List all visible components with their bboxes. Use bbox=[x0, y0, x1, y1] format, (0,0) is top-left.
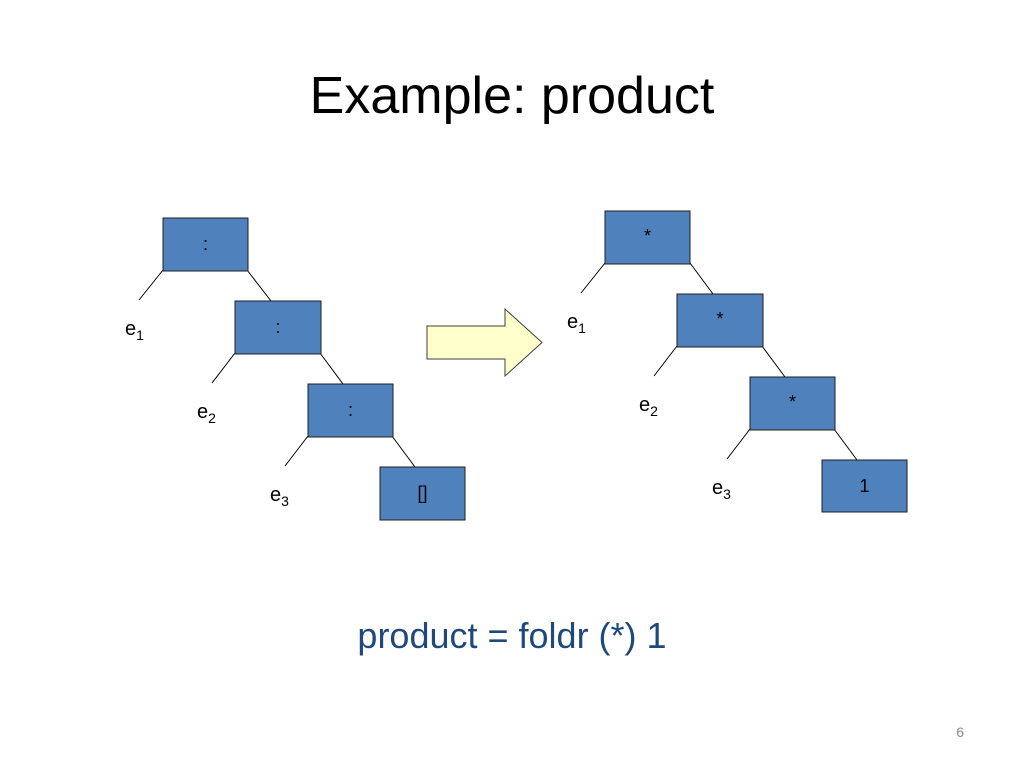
cons-node: : bbox=[234, 300, 322, 355]
cons-node: : bbox=[307, 383, 394, 438]
edge bbox=[319, 352, 344, 385]
edge bbox=[689, 262, 714, 295]
node-label: 1 bbox=[859, 476, 869, 496]
edge bbox=[284, 435, 309, 467]
node-box bbox=[749, 376, 836, 431]
times-node: * bbox=[676, 293, 764, 348]
times-node: * bbox=[749, 376, 836, 431]
slide-number: 6 bbox=[956, 724, 964, 740]
edge bbox=[580, 262, 606, 294]
node-label: : bbox=[348, 400, 353, 420]
node-box bbox=[307, 383, 394, 438]
node-label: [] bbox=[417, 483, 427, 503]
node-label: * bbox=[789, 392, 796, 412]
one-node: 1 bbox=[821, 459, 908, 513]
node-box bbox=[379, 466, 466, 521]
node-label: : bbox=[275, 317, 280, 337]
right-arrow-icon bbox=[426, 307, 543, 378]
nil-node: [] bbox=[379, 466, 466, 521]
edge bbox=[726, 428, 751, 460]
leaf-label: e3 bbox=[270, 484, 289, 509]
node-box bbox=[162, 217, 249, 272]
edge bbox=[246, 269, 272, 302]
times-node: * bbox=[604, 210, 691, 265]
node-box bbox=[234, 300, 322, 355]
node-label: * bbox=[716, 309, 723, 329]
left-tree: : : : [] e1 e2 e3 bbox=[125, 217, 466, 521]
leaf-label: e1 bbox=[125, 318, 144, 343]
node-box bbox=[604, 210, 691, 265]
right-tree: * * * 1 e1 e2 e3 bbox=[567, 210, 908, 513]
node-box bbox=[676, 293, 764, 348]
slide-title: Example: product bbox=[309, 67, 715, 125]
edge bbox=[833, 428, 858, 461]
edge bbox=[211, 352, 236, 384]
node-label: : bbox=[203, 234, 208, 254]
node-box bbox=[821, 459, 908, 513]
cons-node: : bbox=[162, 217, 249, 272]
leaf-label: e3 bbox=[712, 477, 731, 502]
formula-text: product = foldr (*) 1 bbox=[357, 615, 667, 656]
edge bbox=[653, 345, 678, 377]
node-label: * bbox=[644, 226, 651, 246]
leaf-label: e1 bbox=[567, 311, 586, 336]
edge bbox=[391, 435, 416, 468]
leaf-label: e2 bbox=[639, 394, 658, 419]
edge bbox=[138, 269, 164, 301]
leaf-label: e2 bbox=[197, 401, 216, 426]
edge bbox=[761, 345, 786, 378]
